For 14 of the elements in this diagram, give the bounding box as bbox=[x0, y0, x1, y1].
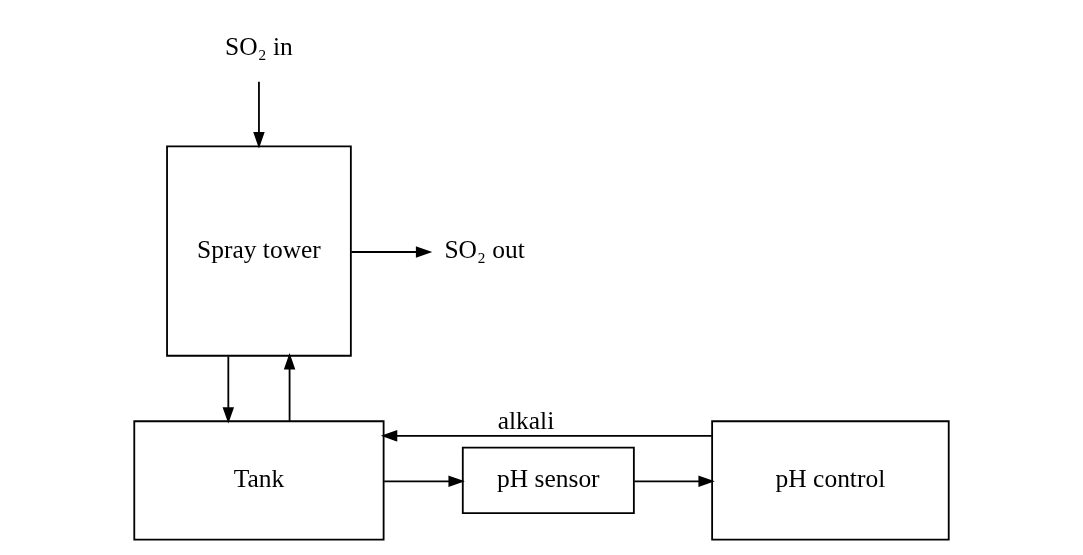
arrow bbox=[350, 246, 433, 258]
node-text: SO₂ in bbox=[225, 31, 293, 61]
node-box: Tank bbox=[133, 420, 385, 541]
arrow bbox=[283, 353, 296, 422]
arrow bbox=[383, 475, 465, 488]
node-box: pH sensor bbox=[461, 446, 635, 515]
node-box: Spray tower bbox=[166, 145, 352, 357]
arrow bbox=[380, 430, 713, 442]
node-box: pH control bbox=[711, 420, 950, 541]
arrow bbox=[633, 475, 715, 488]
arrow bbox=[253, 80, 265, 149]
node-text: SO₂ out bbox=[444, 234, 525, 264]
edge-label: alkali bbox=[497, 405, 555, 435]
arrow bbox=[222, 355, 235, 424]
